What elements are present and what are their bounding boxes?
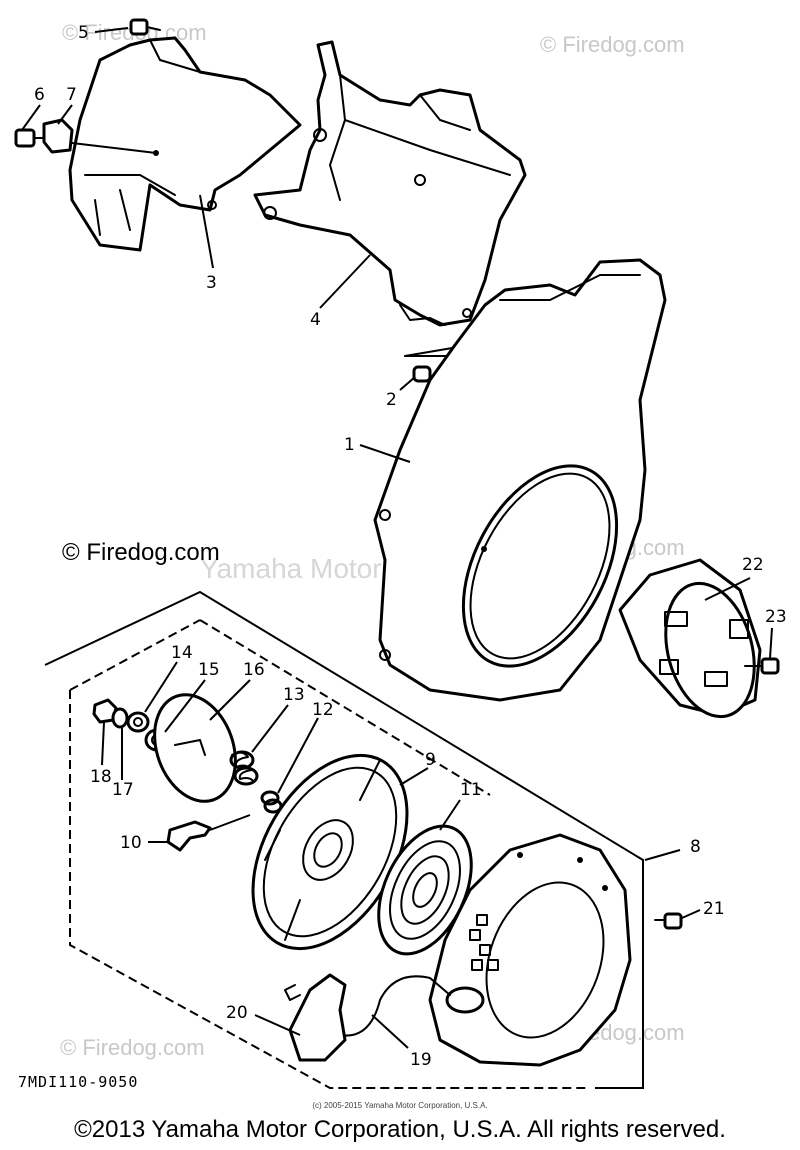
part-5-screw xyxy=(129,18,161,36)
callout-15: 15 xyxy=(198,660,220,680)
callout-17: 17 xyxy=(112,780,134,800)
callout-9: 9 xyxy=(425,750,436,770)
assembly-outline-8 xyxy=(44,590,644,1089)
part-16-drive-plate xyxy=(153,693,237,803)
callout-19: 19 xyxy=(410,1050,432,1070)
part-7-clamp xyxy=(42,118,157,154)
copyright-notice: ©2013 Yamaha Motor Corporation, U.S.A. A… xyxy=(74,1116,726,1143)
part-12-spring xyxy=(260,790,283,814)
part-8-starter-case xyxy=(428,833,632,1067)
callout-16: 16 xyxy=(243,660,265,680)
part-3-cover xyxy=(68,36,302,252)
part-10-pawl xyxy=(166,814,251,852)
callout-11: 11 xyxy=(460,780,482,800)
callout-8: 8 xyxy=(690,837,701,857)
leader-lines xyxy=(21,27,773,1049)
callout-22: 22 xyxy=(742,555,764,575)
part-4-shroud xyxy=(253,40,527,327)
part-19-rope xyxy=(339,975,451,1037)
callout-21: 21 xyxy=(703,899,725,919)
part-17-washer xyxy=(111,707,129,729)
callout-5: 5 xyxy=(78,23,89,43)
part-20-handle xyxy=(284,973,347,1062)
part-13-spring xyxy=(229,750,259,786)
watermark-firedog-bottom-left: © Firedog.com xyxy=(60,1035,205,1060)
callout-1: 1 xyxy=(344,435,355,455)
part-21-bolt xyxy=(654,912,683,930)
callout-12: 12 xyxy=(312,700,334,720)
callout-23: 23 xyxy=(765,607,787,627)
part-9-reel xyxy=(251,753,409,951)
callout-13: 13 xyxy=(283,685,305,705)
callout-4: 4 xyxy=(310,310,321,330)
part-14-washer xyxy=(126,711,150,733)
callout-10: 10 xyxy=(120,833,142,853)
watermark-firedog-top-right: © Firedog.com xyxy=(540,32,685,57)
part-1-fan-housing xyxy=(373,258,667,702)
callout-numbers: 5 6 7 3 4 2 1 22 23 14 15 16 13 12 18 17… xyxy=(34,23,787,1070)
watermark-firedog-main: © Firedog.com xyxy=(62,539,220,566)
callout-7: 7 xyxy=(66,85,77,105)
tiny-credit: (c) 2005-2015 Yamaha Motor Corporation, … xyxy=(312,1101,488,1110)
callout-20: 20 xyxy=(226,1003,248,1023)
part-22-starter-cup xyxy=(618,558,762,719)
part-6-bolt xyxy=(14,128,45,148)
drawing-number: 7MDI110-9050 xyxy=(18,1073,139,1091)
callout-6: 6 xyxy=(34,85,45,105)
callout-3: 3 xyxy=(206,273,217,293)
callout-14: 14 xyxy=(171,643,193,663)
callout-2: 2 xyxy=(386,390,397,410)
callout-18: 18 xyxy=(90,767,112,787)
part-23-bolt xyxy=(744,657,780,675)
